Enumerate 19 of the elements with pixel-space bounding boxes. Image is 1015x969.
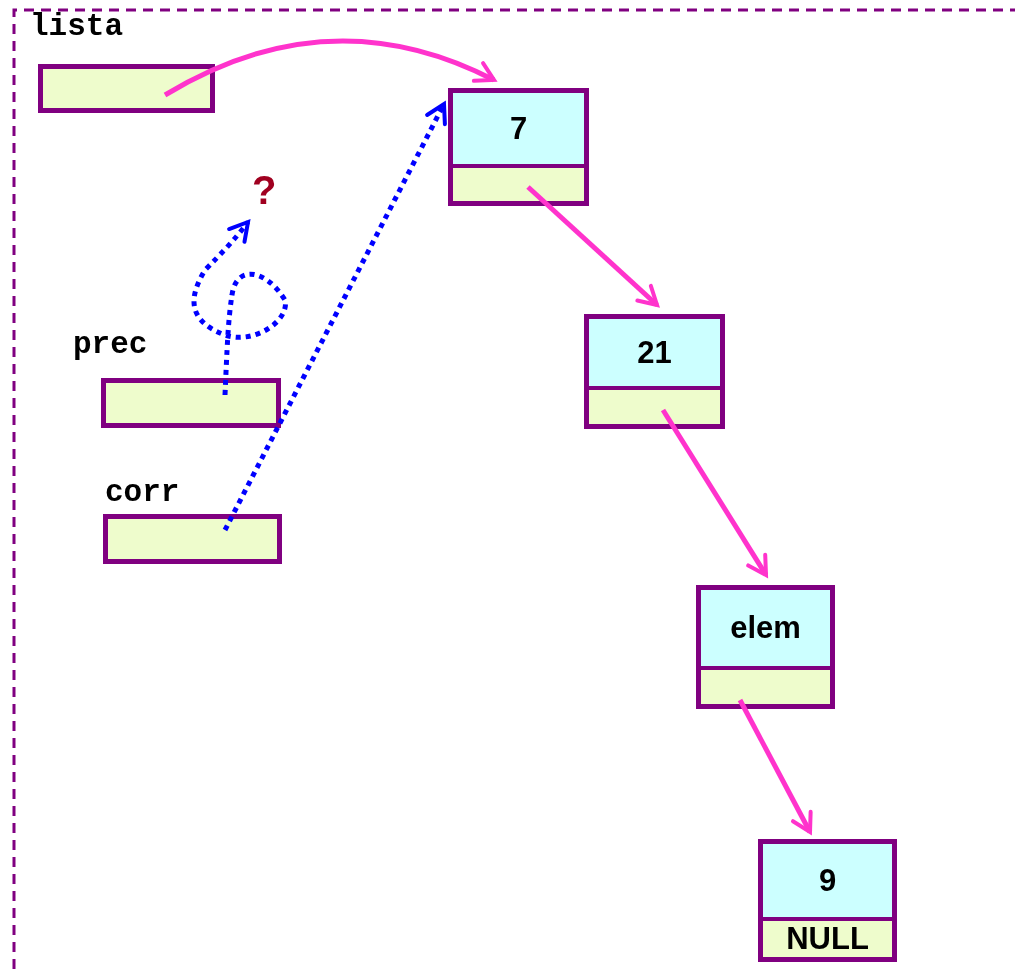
arrow — [163, 38, 496, 98]
list-node — [448, 88, 589, 206]
list-node — [584, 314, 725, 429]
list-node — [696, 585, 835, 709]
variable-name: prec — [73, 328, 148, 362]
dotted-arrow — [191, 220, 288, 396]
arrow — [737, 698, 813, 834]
arrow — [526, 185, 659, 307]
value-field: 21 — [589, 319, 720, 386]
list-node — [758, 839, 897, 962]
arrow — [660, 408, 769, 577]
variable-name: corr — [105, 476, 180, 510]
variable-name: lista — [30, 10, 123, 44]
value-field: 7 — [453, 93, 584, 164]
dotted-arrow — [222, 102, 447, 532]
value-field: 9 — [763, 844, 892, 917]
value-field: elem — [701, 590, 830, 666]
null-pointer-field: NULL — [763, 921, 892, 957]
question-mark: ? — [252, 168, 284, 214]
